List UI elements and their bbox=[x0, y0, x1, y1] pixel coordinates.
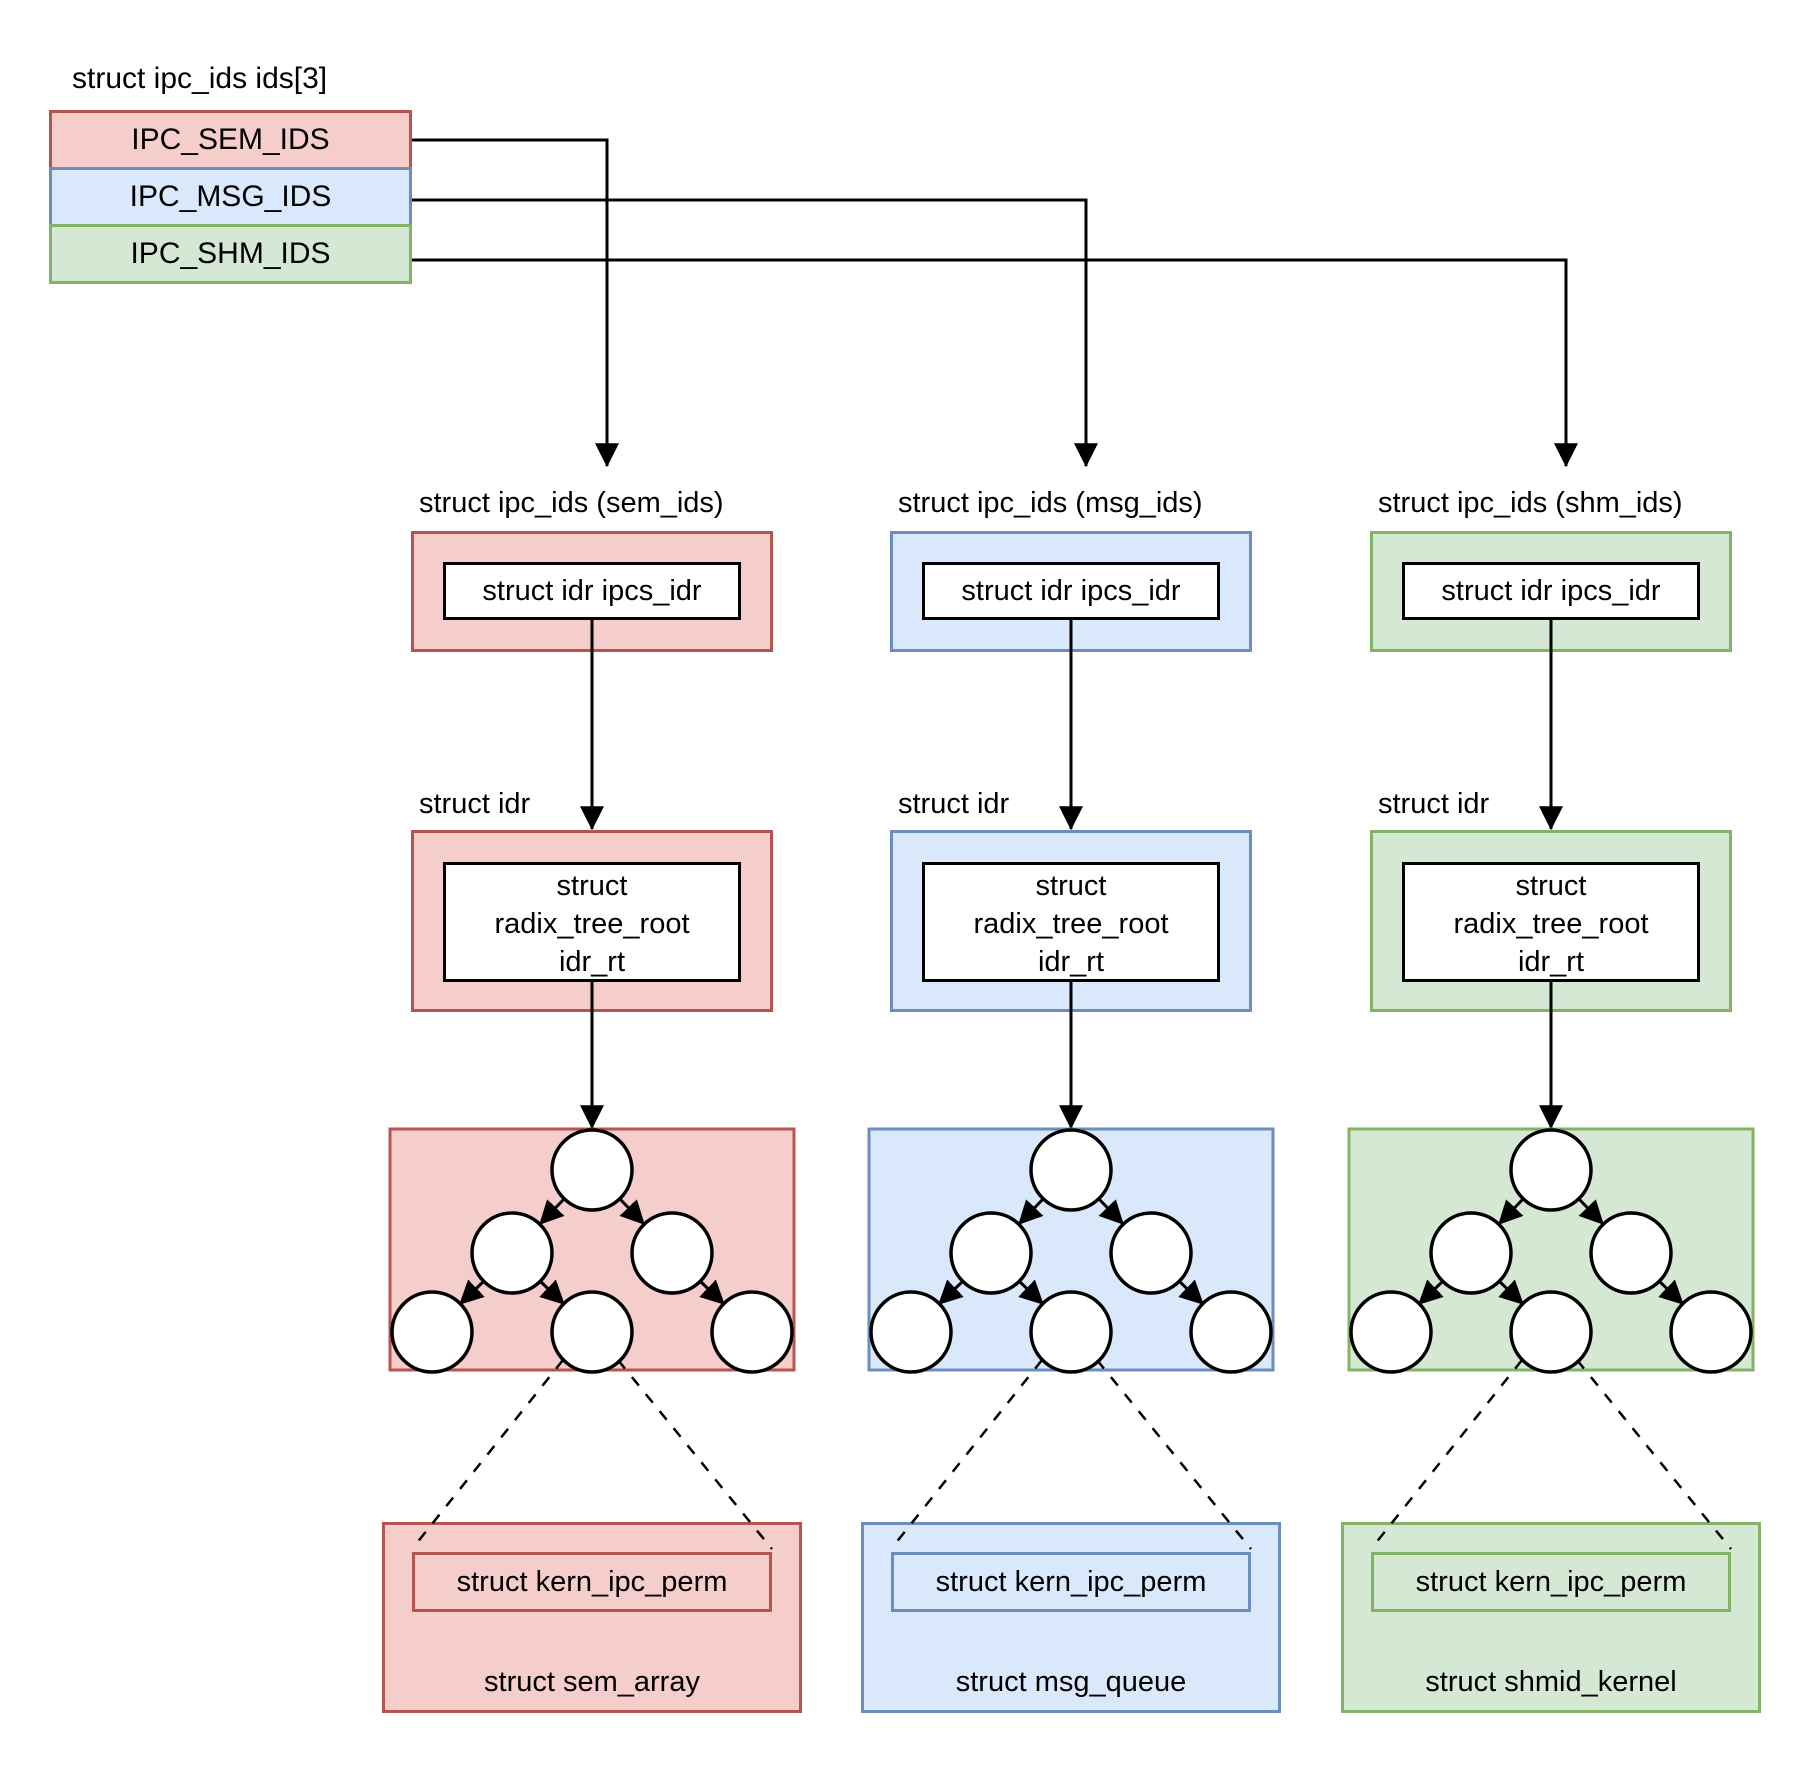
col-sem-idr-label: struct idr bbox=[419, 788, 531, 820]
tree-node-circle bbox=[1509, 1128, 1593, 1212]
tree-node-circle bbox=[1509, 1290, 1593, 1374]
col-shm-radix-tree-root-box: struct radix_tree_root idr_rt bbox=[1402, 862, 1700, 982]
array-declaration-label: struct ipc_ids ids[3] bbox=[72, 62, 328, 95]
tree-node-circle bbox=[1589, 1211, 1673, 1295]
radix-line: radix_tree_root bbox=[494, 908, 690, 940]
col-msg-kern-ipc-perm-box: struct kern_ipc_perm bbox=[891, 1552, 1251, 1612]
col-sem-ipcs-idr-box: struct idr ipcs_idr bbox=[443, 562, 741, 620]
radix-line: struct bbox=[1515, 870, 1587, 902]
tree-node-circle bbox=[550, 1290, 634, 1374]
col-msg-ipcs-idr-box: struct idr ipcs_idr bbox=[922, 562, 1220, 620]
shm-dashed-links bbox=[1370, 1359, 1732, 1550]
shm-tree-edges bbox=[1417, 1197, 1685, 1306]
tree-node-circle bbox=[869, 1290, 953, 1374]
ipc-shm-ids-cell: IPC_SHM_IDS bbox=[49, 224, 412, 284]
msg-connector-line bbox=[412, 198, 1098, 468]
col-shm-ipcs-idr-box: struct idr ipcs_idr bbox=[1402, 562, 1700, 620]
radix-line: radix_tree_root bbox=[1453, 908, 1649, 940]
tree-node-circle bbox=[550, 1128, 634, 1212]
tree-node-circle bbox=[1109, 1211, 1193, 1295]
msg-radix-tree-box bbox=[867, 1127, 1275, 1372]
col-shm-idr-label: struct idr bbox=[1378, 788, 1490, 820]
ipc-sem-ids-cell: IPC_SEM_IDS bbox=[49, 110, 412, 170]
col-sem-radix-tree-root-box: struct radix_tree_root idr_rt bbox=[443, 862, 741, 982]
col-msg-title: struct ipc_ids (msg_ids) bbox=[898, 487, 1203, 519]
tree-node-circle bbox=[390, 1290, 474, 1374]
sem-radix-tree-box bbox=[388, 1127, 796, 1372]
tree-node-circle bbox=[1429, 1211, 1513, 1295]
ipc-ids-array-table: IPC_SEM_IDS IPC_MSG_IDS IPC_SHM_IDS bbox=[49, 110, 412, 284]
shm-tree-nodes bbox=[1349, 1128, 1753, 1374]
sem-tree-edges bbox=[458, 1197, 726, 1306]
shm-radix-tree-box bbox=[1347, 1127, 1755, 1372]
radix-line: struct bbox=[556, 870, 628, 902]
msg-tree-edges bbox=[937, 1197, 1205, 1306]
tree-node-circle bbox=[1029, 1128, 1113, 1212]
col-sem-kern-ipc-perm-box: struct kern_ipc_perm bbox=[412, 1552, 772, 1612]
sem-connector-line bbox=[412, 138, 619, 468]
tree-node-circle bbox=[710, 1290, 794, 1374]
col-shm-kern-ipc-perm-box: struct kern_ipc_perm bbox=[1371, 1552, 1731, 1612]
msg-tree-nodes bbox=[869, 1128, 1273, 1374]
col-shm-payload-label: struct shmid_kernel bbox=[1425, 1666, 1677, 1698]
radix-line: idr_rt bbox=[1517, 946, 1585, 978]
msg-dashed-links bbox=[890, 1359, 1252, 1550]
radix-line: idr_rt bbox=[1037, 946, 1105, 978]
ipc-msg-ids-cell: IPC_MSG_IDS bbox=[49, 167, 412, 227]
radix-line: radix_tree_root bbox=[973, 908, 1169, 940]
tree-node-circle bbox=[949, 1211, 1033, 1295]
shm-connector-line bbox=[412, 258, 1578, 468]
col-msg-radix-tree-root-box: struct radix_tree_root idr_rt bbox=[922, 862, 1220, 982]
radix-line: struct bbox=[1035, 870, 1107, 902]
tree-node-circle bbox=[1349, 1290, 1433, 1374]
col-shm-title: struct ipc_ids (shm_ids) bbox=[1378, 487, 1683, 519]
tree-node-circle bbox=[1029, 1290, 1113, 1374]
tree-node-circle bbox=[470, 1211, 554, 1295]
col-msg-payload-label: struct msg_queue bbox=[955, 1666, 1187, 1698]
col-sem-title: struct ipc_ids (sem_ids) bbox=[419, 487, 724, 519]
tree-node-circle bbox=[1669, 1290, 1753, 1374]
sem-tree-nodes bbox=[390, 1128, 794, 1374]
tree-node-circle bbox=[630, 1211, 714, 1295]
tree-node-circle bbox=[1189, 1290, 1273, 1374]
col-sem-payload-label: struct sem_array bbox=[484, 1666, 700, 1698]
radix-line: idr_rt bbox=[558, 946, 626, 978]
col-msg-idr-label: struct idr bbox=[898, 788, 1010, 820]
sem-dashed-links bbox=[411, 1359, 773, 1550]
